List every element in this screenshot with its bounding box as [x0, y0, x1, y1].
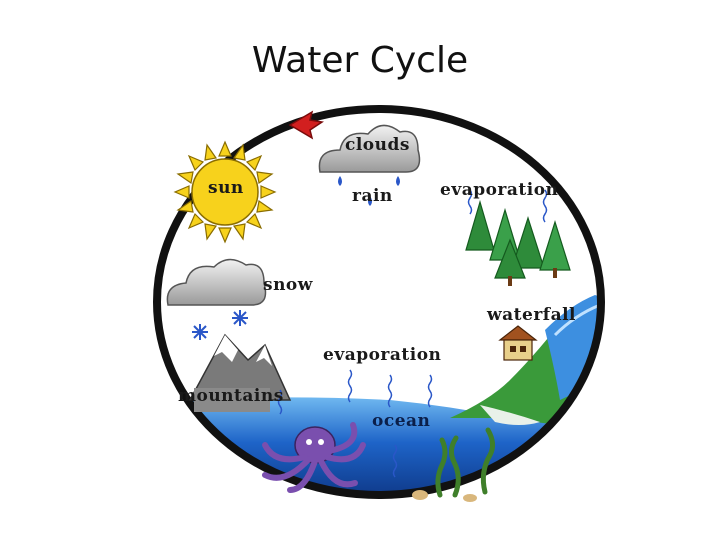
tree-icon: [466, 202, 570, 286]
label-evaporation-mid: evaporation: [323, 345, 441, 365]
label-evaporation-top: evaporation: [440, 180, 558, 200]
label-mountains: mountains: [178, 386, 284, 406]
label-snow: snow: [263, 275, 313, 295]
house-icon: [500, 326, 536, 360]
cloud-icon: [167, 259, 265, 305]
water-cycle-diagram: clouds rain sun evaporation snow waterfa…: [150, 100, 610, 510]
label-ocean: ocean: [372, 411, 430, 431]
label-sun: sun: [208, 178, 244, 198]
snowflake-icon: [192, 310, 248, 340]
seashell-icon: [412, 490, 477, 502]
label-clouds: clouds: [345, 135, 410, 155]
label-rain: rain: [352, 186, 393, 206]
label-waterfall: waterfall: [487, 305, 576, 325]
slide-title: Water Cycle: [0, 40, 720, 81]
